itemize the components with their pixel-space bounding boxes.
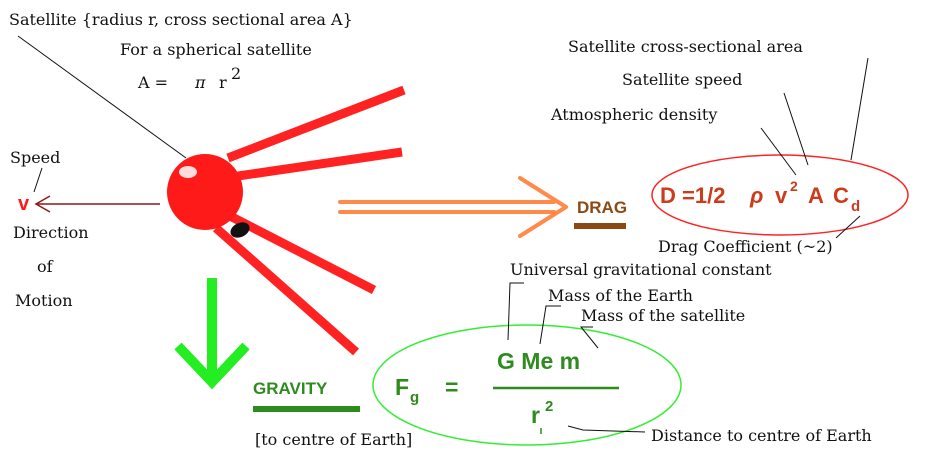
motion-arrow: [34, 195, 160, 213]
leader-drag-coefficient: [835, 215, 861, 239]
antenna-lower: [227, 211, 377, 295]
leader-cross-sectional-area: [850, 57, 869, 161]
gravity-equation: F g = G Me m r 2: [395, 348, 580, 428]
satellite-label-line2: For a spherical satellite: [120, 40, 312, 59]
drag-eq-lhs: D =1/2: [660, 183, 725, 208]
drag-eq-cd: C: [833, 183, 849, 208]
leader-mass-of-satellite: [579, 326, 599, 349]
drag-eq-cd-sub: d: [851, 198, 860, 215]
gravity-equation-ellipse: [372, 324, 682, 446]
antenna-bottom: [213, 224, 359, 356]
drag-label: DRAG: [577, 198, 627, 217]
drag-eq-rho: ρ: [749, 183, 763, 208]
gravity-eq-lhs-sub: g: [410, 389, 419, 406]
drag-equation: D =1/2 ρ v 2 A C d: [660, 178, 860, 215]
gravity-eq-denominator: r: [531, 402, 540, 428]
area-formula-exp: 2: [231, 64, 241, 83]
satellite-shadow-patch: [230, 222, 250, 238]
leader-distance-to-centre: [567, 425, 646, 433]
speed-leader-line: [33, 167, 43, 193]
gravity-label-underline: [253, 406, 360, 412]
annotation-gravitational-constant: Universal gravitational constant: [510, 260, 772, 279]
gravity-label: GRAVITY: [253, 379, 328, 398]
satellite-body: [167, 154, 243, 230]
gravity-eq-denominator-exp: 2: [545, 398, 553, 415]
drag-label-underline: [574, 223, 626, 229]
drag-equation-ellipse: [651, 154, 909, 236]
annotation-atmospheric-density: Atmospheric density: [550, 105, 717, 124]
direction-word-3: Motion: [15, 291, 73, 310]
satellite-label-line1: Satellite {radius r, cross sectional are…: [9, 10, 353, 29]
gravity-note: [to centre of Earth]: [255, 430, 412, 449]
speed-symbol: v: [18, 193, 30, 215]
annotation-mass-of-earth: Mass of the Earth: [548, 286, 693, 305]
satellite: [167, 154, 250, 238]
annotation-satellite-speed: Satellite speed: [622, 70, 742, 89]
area-formula: A = π r 2: [137, 64, 241, 92]
drag-arrow: [338, 176, 568, 238]
satellite-highlight: [179, 166, 197, 178]
leader-atmospheric-density: [760, 127, 797, 176]
drag-eq-area: A: [808, 183, 824, 208]
area-formula-pi: π: [194, 73, 206, 92]
gravity-eq-lhs: F: [395, 374, 409, 400]
annotation-distance-to-centre: Distance to centre of Earth: [651, 426, 872, 445]
annotation-cross-sectional-area: Satellite cross-sectional area: [568, 37, 803, 56]
annotation-mass-of-satellite: Mass of the satellite: [581, 306, 745, 325]
drag-eq-v: v: [775, 183, 788, 208]
area-formula-r: r: [219, 73, 227, 92]
antenna-top: [226, 85, 406, 163]
leader-satellite-speed: [783, 92, 809, 166]
leader-gravitational-constant: [507, 282, 524, 341]
annotation-drag-coefficient: Drag Coefficient (~2): [658, 237, 833, 256]
drag-eq-v-exp: 2: [790, 178, 798, 194]
gravity-eq-equals: =: [445, 374, 458, 400]
satellite-antennas: [213, 85, 406, 356]
gravity-eq-numerator: G Me m: [497, 348, 580, 374]
gravity-arrow: [174, 278, 250, 390]
direction-word-1: Direction: [13, 223, 89, 242]
leader-mass-of-earth: [539, 305, 561, 345]
satellite-leader-line: [17, 35, 187, 159]
speed-label: Speed: [10, 148, 60, 167]
direction-word-2: of: [37, 257, 54, 276]
area-formula-lhs: A =: [137, 73, 168, 92]
antenna-upper: [237, 147, 403, 181]
